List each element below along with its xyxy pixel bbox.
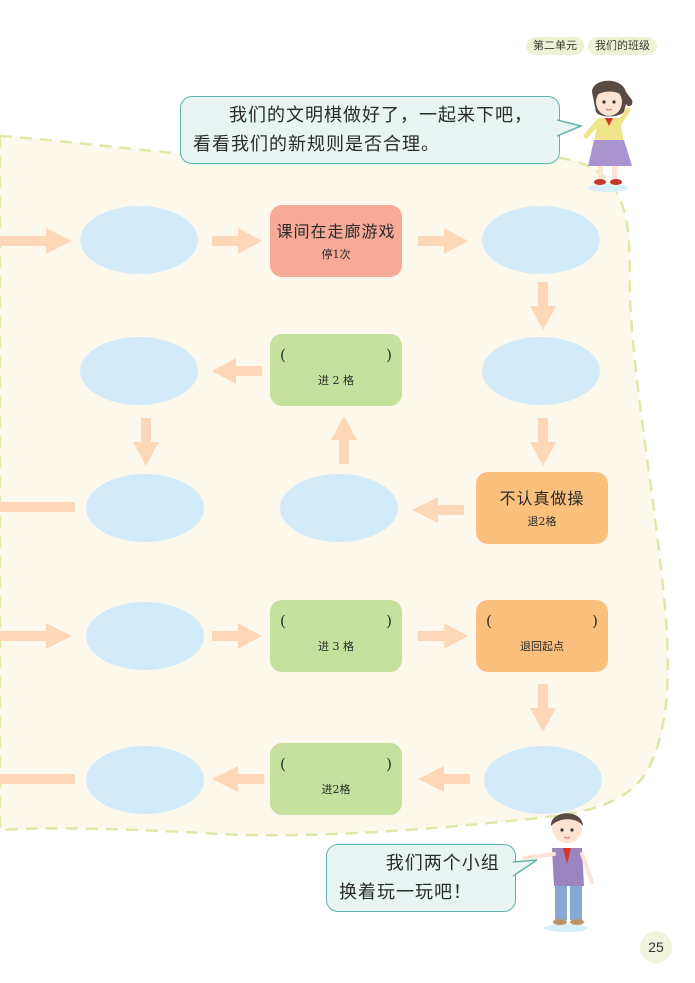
speech-bottom-line1: 我们两个小组 bbox=[385, 853, 500, 874]
arrow-down-icon bbox=[133, 418, 159, 466]
bracket-close: ) bbox=[592, 612, 598, 630]
board-space-oval bbox=[86, 602, 204, 670]
path-connector-bar bbox=[0, 774, 75, 784]
space-rule: 停1次 bbox=[321, 248, 351, 261]
board-space-penalty: 不认真做操 退2格 bbox=[476, 472, 608, 544]
arrow-left-icon bbox=[412, 497, 464, 523]
space-rule: 进2格 bbox=[321, 783, 351, 796]
speech-bottom-line2: 换着玩一玩吧！ bbox=[339, 882, 472, 903]
space-rule: 进 2 格 bbox=[318, 374, 354, 387]
arrow-right-icon bbox=[418, 228, 468, 254]
board-space-oval bbox=[484, 746, 602, 814]
space-title: 课间在走廊游戏 bbox=[276, 222, 396, 241]
board-space-penalty: ( ) 退回起点 bbox=[476, 600, 608, 672]
speech-top-line2: 看看我们的新规则是否合理。 bbox=[193, 134, 440, 155]
bracket-open: ( bbox=[280, 346, 286, 364]
bracket-open: ( bbox=[280, 755, 286, 773]
fill-in-blank[interactable]: ( ) bbox=[476, 612, 608, 630]
header-breadcrumb: 第二单元 我们的班级 bbox=[526, 37, 657, 55]
space-rule: 退2格 bbox=[527, 515, 557, 528]
page-number-text: 25 bbox=[648, 939, 664, 955]
boy-character-illustration bbox=[522, 813, 594, 932]
board-space-oval bbox=[80, 337, 198, 405]
board-space-oval bbox=[482, 337, 600, 405]
board-space-oval bbox=[80, 206, 198, 274]
board-space-oval bbox=[86, 474, 204, 542]
unit-tag: 第二单元 bbox=[526, 37, 584, 55]
board-space-reward: ( ) 进 2 格 bbox=[270, 334, 402, 406]
path-connector-bar bbox=[0, 502, 75, 512]
arrow-right-icon bbox=[0, 623, 72, 649]
speech-bubble-bottom: 我们两个小组 换着玩一玩吧！ bbox=[326, 844, 516, 912]
fill-in-blank[interactable]: ( ) bbox=[270, 346, 402, 364]
arrow-left-icon bbox=[212, 766, 264, 792]
arrow-right-icon bbox=[0, 228, 72, 254]
page-number-badge-icon bbox=[640, 931, 672, 963]
bracket-close: ) bbox=[386, 612, 392, 630]
speech-bubble-bottom-tail bbox=[513, 859, 538, 877]
speech-bubble-top-tail bbox=[557, 119, 583, 137]
board-space-penalty: 课间在走廊游戏 停1次 bbox=[270, 205, 402, 277]
board-space-oval bbox=[86, 746, 204, 814]
board-space-oval bbox=[482, 206, 600, 274]
bracket-close: ) bbox=[386, 346, 392, 364]
arrow-left-icon bbox=[418, 766, 470, 792]
speech-bubble-top: 我们的文明棋做好了，一起来下吧， 看看我们的新规则是否合理。 bbox=[180, 96, 560, 164]
speech-top-line1: 我们的文明棋做好了，一起来下吧， bbox=[229, 105, 533, 126]
space-rule: 进 3 格 bbox=[318, 640, 354, 653]
arrow-down-icon bbox=[530, 282, 556, 330]
board-space-reward: ( ) 进 3 格 bbox=[270, 600, 402, 672]
bracket-close: ) bbox=[386, 755, 392, 773]
arrow-right-icon bbox=[418, 623, 468, 649]
board-space-oval bbox=[280, 474, 398, 542]
bracket-open: ( bbox=[486, 612, 492, 630]
fill-in-blank[interactable]: ( ) bbox=[270, 755, 402, 773]
bracket-open: ( bbox=[280, 612, 286, 630]
space-rule: 退回起点 bbox=[520, 640, 564, 653]
girl-character-illustration bbox=[583, 80, 633, 192]
space-title: 不认真做操 bbox=[499, 489, 585, 508]
fill-in-blank[interactable]: ( ) bbox=[270, 612, 402, 630]
arrow-right-icon bbox=[212, 228, 262, 254]
board-space-reward: ( ) 进2格 bbox=[270, 743, 402, 815]
lesson-tag: 我们的班级 bbox=[588, 37, 657, 55]
arrow-up-icon bbox=[331, 416, 357, 464]
arrow-down-icon bbox=[530, 684, 556, 732]
page-number: 25 bbox=[637, 930, 675, 964]
arrow-right-icon bbox=[212, 623, 262, 649]
arrow-left-icon bbox=[212, 358, 262, 384]
arrow-down-icon bbox=[530, 418, 556, 466]
